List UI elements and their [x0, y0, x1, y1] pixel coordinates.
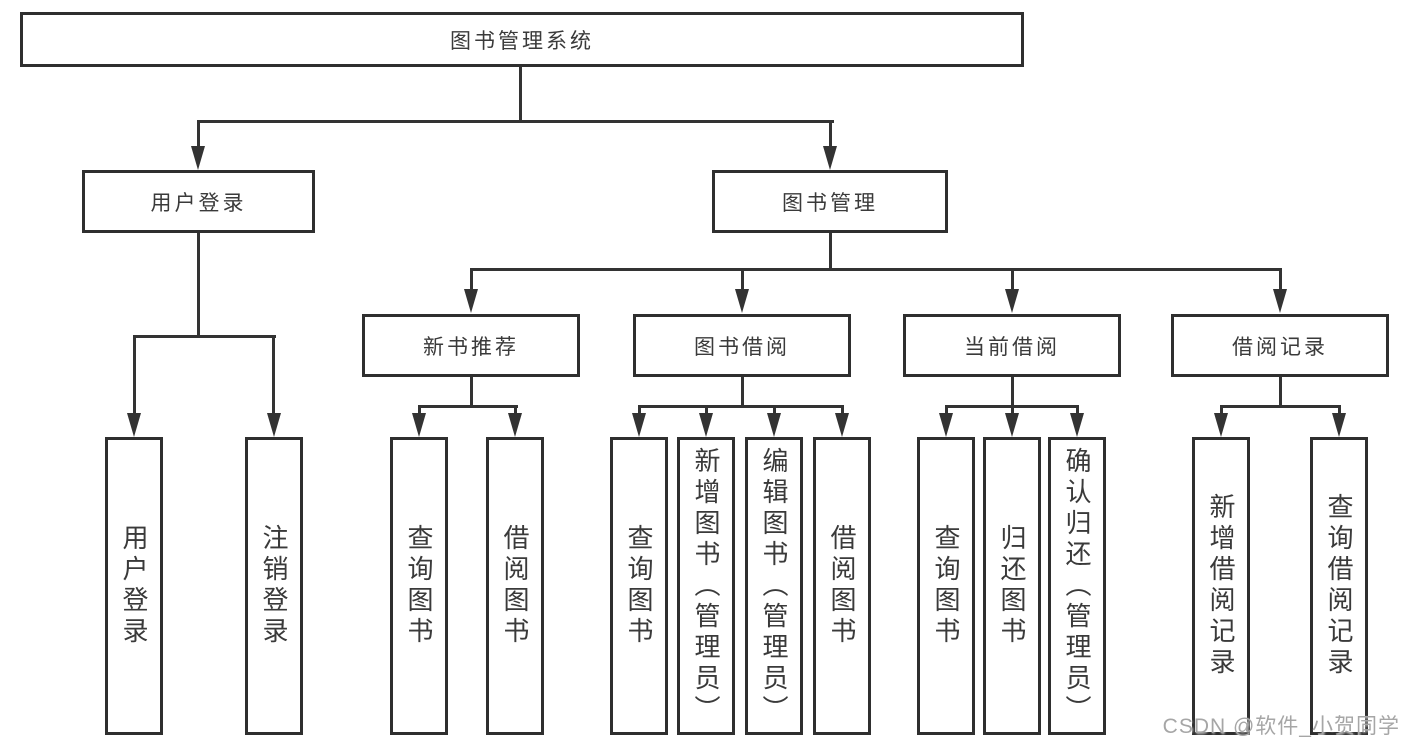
- connector-arrowhead: [1332, 413, 1346, 437]
- connector-arrowhead: [1070, 413, 1084, 437]
- connector-arrowhead: [823, 146, 837, 170]
- leaf-borrow-query-book: 查询图书: [610, 437, 668, 735]
- connector-line: [1220, 405, 1223, 415]
- leaf-current-confirm-return-admin: 确认归还（管理员）: [1048, 437, 1106, 735]
- leaf-label: 查询图书: [624, 524, 654, 648]
- leaf-borrow-borrow-book: 借阅图书: [813, 437, 871, 735]
- connector-arrowhead: [1005, 289, 1019, 313]
- csdn-watermark: CSDN @软件_小贺同学: [1162, 715, 1400, 738]
- connector-line: [519, 67, 522, 122]
- leaf-records-query-record: 查询借阅记录: [1310, 437, 1368, 735]
- leaf-label: 查询借阅记录: [1324, 493, 1354, 679]
- leaf-current-query-book: 查询图书: [917, 437, 975, 735]
- connector-line: [470, 375, 473, 407]
- connector-line: [1279, 375, 1282, 407]
- connector-line: [841, 405, 844, 415]
- connector-line: [945, 405, 948, 415]
- connector-line: [197, 233, 200, 337]
- node-root-system: 图书管理系统: [20, 12, 1024, 67]
- leaf-label: 注销登录: [259, 524, 289, 648]
- leaf-records-add-record: 新增借阅记录: [1192, 437, 1250, 735]
- leaf-label: 归还图书: [997, 524, 1027, 648]
- leaf-borrow-edit-book-admin: 编辑图书（管理员）: [745, 437, 803, 735]
- connector-line: [705, 405, 708, 415]
- connector-line: [1076, 405, 1079, 415]
- leaf-label: 确认归还（管理员）: [1062, 446, 1092, 726]
- leaf-label: 查询图书: [931, 524, 961, 648]
- connector-arrowhead: [412, 413, 426, 437]
- connector-line: [272, 335, 275, 415]
- connector-line: [470, 268, 473, 291]
- connector-line: [741, 268, 744, 291]
- connector-line: [741, 375, 744, 407]
- connector-line: [133, 335, 136, 415]
- connector-line: [197, 120, 200, 148]
- leaf-label: 查询图书: [404, 524, 434, 648]
- node-current-borrowing: 当前借阅: [903, 314, 1121, 377]
- connector-line: [773, 405, 776, 415]
- node-borrowing-records: 借阅记录: [1171, 314, 1389, 377]
- leaf-user-login: 用户登录: [105, 437, 163, 735]
- leaf-recommend-borrow-book: 借阅图书: [486, 437, 544, 735]
- connector-arrowhead: [1005, 413, 1019, 437]
- connector-line: [197, 120, 834, 123]
- leaf-label: 新增图书（管理员）: [691, 446, 721, 726]
- leaf-label: 借阅图书: [500, 524, 530, 648]
- leaf-label: 用户登录: [119, 524, 149, 648]
- connector-line: [1011, 375, 1014, 407]
- connector-line: [418, 405, 518, 408]
- leaf-current-return-book: 归还图书: [983, 437, 1041, 735]
- connector-line: [514, 405, 517, 415]
- node-book-borrowing: 图书借阅: [633, 314, 851, 377]
- leaf-label: 借阅图书: [827, 524, 857, 648]
- connector-arrowhead: [939, 413, 953, 437]
- connector-line: [1338, 405, 1341, 415]
- connector-arrowhead: [767, 413, 781, 437]
- node-new-book-recommendation: 新书推荐: [362, 314, 580, 377]
- leaf-logout: 注销登录: [245, 437, 303, 735]
- leaf-borrow-add-book-admin: 新增图书（管理员）: [677, 437, 735, 735]
- leaf-label: 新增借阅记录: [1206, 493, 1236, 679]
- connector-arrowhead: [735, 289, 749, 313]
- leaf-label: 编辑图书（管理员）: [759, 446, 789, 726]
- connector-arrowhead: [1214, 413, 1228, 437]
- leaf-recommend-query-book: 查询图书: [390, 437, 448, 735]
- connector-line: [638, 405, 641, 415]
- connector-line: [829, 232, 832, 270]
- connector-line: [133, 335, 276, 338]
- connector-arrowhead: [127, 413, 141, 437]
- connector-arrowhead: [191, 146, 205, 170]
- node-user-login: 用户登录: [82, 170, 315, 233]
- connector-line: [1220, 405, 1340, 408]
- connector-arrowhead: [1273, 289, 1287, 313]
- connector-line: [1011, 405, 1014, 415]
- node-book-management: 图书管理: [712, 170, 948, 233]
- connector-arrowhead: [464, 289, 478, 313]
- connector-line: [1279, 268, 1282, 291]
- connector-line: [829, 120, 832, 148]
- connector-line: [638, 405, 844, 408]
- connector-line: [470, 268, 1282, 271]
- connector-arrowhead: [699, 413, 713, 437]
- connector-arrowhead: [267, 413, 281, 437]
- connector-arrowhead: [835, 413, 849, 437]
- connector-arrowhead: [508, 413, 522, 437]
- connector-line: [418, 405, 421, 415]
- connector-line: [1011, 268, 1014, 291]
- connector-arrowhead: [632, 413, 646, 437]
